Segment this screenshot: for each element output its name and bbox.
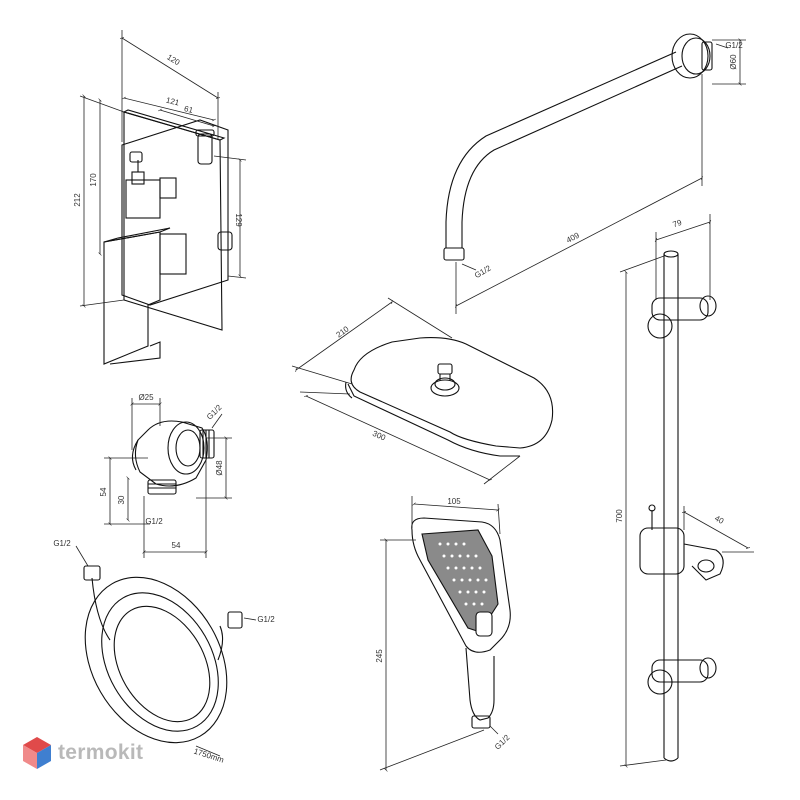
elbow-dimensions	[104, 398, 232, 558]
mixer-width-overall: 120	[165, 53, 182, 68]
mixer-dimensions	[79, 30, 247, 308]
brand-name: termokit	[58, 741, 144, 764]
cube-logo-icon	[23, 737, 51, 769]
slide-rail-drawing	[639, 250, 724, 762]
hose-thread-left: G1/2	[53, 539, 71, 548]
hand-shower-length: 245	[375, 649, 384, 663]
rail-length: 700	[615, 509, 624, 523]
mixer-height-overall: 212	[73, 193, 82, 207]
rail-width-top: 79	[672, 218, 684, 229]
mixer-width-top: 61	[183, 104, 194, 115]
shower-hose-drawing	[83, 565, 243, 744]
elbow-height: 54	[99, 487, 108, 496]
hose-length: 1750mm	[193, 747, 226, 765]
overhead-width: 300	[371, 429, 387, 443]
overhead-depth: 210	[334, 324, 351, 339]
elbow-dimension-labels: Ø25 G1/2 54 30 Ø48 G1/2 54	[99, 393, 224, 550]
mixer-dimension-labels: 120 121 61 212 170 129	[73, 53, 243, 228]
concealed-mixer-drawing	[103, 109, 233, 365]
mixer-width-plate: 121	[165, 96, 181, 108]
arm-dimension-labels: G1/2 Ø60 409 G1/2	[473, 41, 743, 280]
overhead-dimensions	[291, 297, 521, 485]
arm-thread-head: G1/2	[473, 263, 493, 280]
mixer-height-body: 170	[89, 173, 98, 187]
hand-shower-thread: G1/2	[493, 733, 512, 752]
arm-length: 409	[565, 230, 581, 244]
elbow-flange-diameter: Ø25	[138, 393, 154, 402]
arm-dimensions	[455, 38, 746, 314]
overhead-dimension-labels: 210 300	[334, 324, 387, 443]
elbow-body-diameter: Ø48	[215, 460, 224, 476]
mixer-depth: 129	[234, 213, 243, 227]
elbow-width: 54	[172, 541, 181, 550]
elbow-thread-inlet: G1/2	[145, 517, 163, 526]
rail-offset: 40	[713, 514, 726, 526]
arm-flange-diameter: Ø60	[729, 54, 738, 70]
hand-shower-dimensions	[379, 496, 501, 772]
slide-rail-dimension-labels: 79 700 40	[615, 218, 726, 526]
hand-shower-nozzle-pattern	[438, 542, 488, 606]
hand-shower-width: 105	[447, 497, 461, 506]
hose-thread-right: G1/2	[257, 615, 275, 624]
slide-rail-dimensions	[619, 214, 754, 768]
arm-thread-wall: G1/2	[725, 41, 743, 50]
shower-arm-drawing	[443, 33, 713, 261]
elbow-thread-outlet: G1/2	[205, 403, 224, 422]
brand-logo: termokit	[22, 736, 143, 770]
hose-dimensions	[75, 545, 257, 757]
hand-shower-drawing	[411, 517, 511, 729]
elbow-inlet-height: 30	[117, 495, 126, 504]
wall-elbow-drawing	[131, 420, 215, 495]
